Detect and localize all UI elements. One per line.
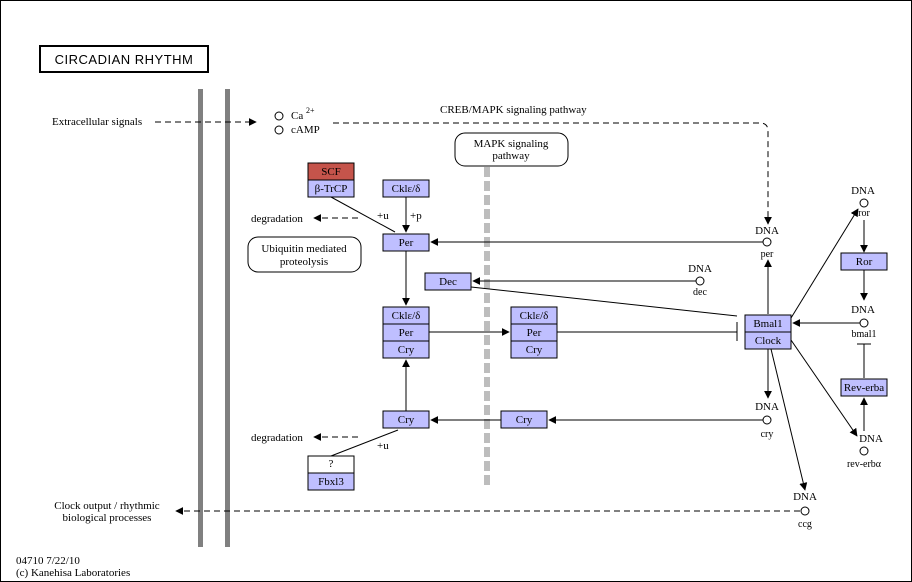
ror-node[interactable]: Ror bbox=[840, 252, 888, 271]
plus-p: +p bbox=[410, 210, 422, 222]
svg-text:Ror: Ror bbox=[856, 256, 873, 268]
footer-copyright: (c) Kanehisa Laboratories bbox=[16, 567, 130, 579]
plus-u-bottom: +u bbox=[377, 440, 389, 452]
dna-per-node[interactable] bbox=[762, 237, 772, 247]
dna-ccg-gene: ccg bbox=[798, 519, 812, 530]
svg-text:MAPK signaling: MAPK signaling bbox=[474, 138, 549, 150]
svg-text:Clock: Clock bbox=[755, 335, 782, 347]
dna-cry-label: DNA bbox=[755, 401, 779, 413]
per-top-node[interactable]: Per bbox=[382, 233, 430, 252]
svg-text:Per: Per bbox=[399, 327, 414, 339]
svg-text:?: ? bbox=[329, 458, 334, 470]
ckle-right-node[interactable]: Cklε/δ bbox=[510, 306, 558, 325]
clock-output-label-1: Clock output / rhythmic bbox=[54, 500, 160, 512]
creb-mapk-label[interactable]: CREB/MAPK signaling pathway bbox=[440, 104, 587, 116]
btrcp-node[interactable]: β-TrCP bbox=[307, 179, 355, 198]
dna-reverba-node[interactable] bbox=[859, 446, 869, 456]
btrcp-to-per-line bbox=[330, 196, 396, 233]
bmal1-node[interactable]: Bmal1 bbox=[744, 314, 792, 333]
svg-text:pathway: pathway bbox=[492, 150, 530, 162]
plus-u-top: +u bbox=[377, 210, 389, 222]
dna-ror-gene: ror bbox=[858, 208, 870, 219]
svg-text:proteolysis: proteolysis bbox=[280, 256, 328, 268]
footer-code-date: 04710 7/22/10 bbox=[16, 555, 80, 567]
cry-right-node[interactable]: Cry bbox=[510, 340, 558, 359]
dna-ror-node[interactable] bbox=[859, 198, 869, 208]
svg-text:Rev-erba: Rev-erba bbox=[844, 382, 884, 394]
dna-reverba-label: DNA bbox=[859, 433, 883, 445]
ca-label: Ca bbox=[291, 110, 303, 122]
dna-ccg-node[interactable] bbox=[800, 506, 810, 516]
dna-dec-label: DNA bbox=[688, 263, 712, 275]
fbxl3-node[interactable]: Fbxl3 bbox=[307, 472, 355, 491]
svg-text:SCF: SCF bbox=[321, 166, 341, 178]
ca-node[interactable] bbox=[274, 111, 284, 121]
dna-bmal1-node[interactable] bbox=[859, 318, 869, 328]
dna-dec-node[interactable] bbox=[695, 276, 705, 286]
unknown-node[interactable]: ? bbox=[307, 455, 355, 474]
ubiquitin-pathway-box[interactable]: Ubiquitin mediated proteolysis bbox=[247, 236, 362, 273]
per-right-node[interactable]: Per bbox=[510, 323, 558, 342]
page-title: CIRCADIAN RHYTHM bbox=[55, 52, 194, 67]
dna-reverba-gene: rev-erbα bbox=[847, 459, 882, 470]
mapk-pathway-box[interactable]: MAPK signaling pathway bbox=[454, 132, 569, 167]
svg-text:Fbxl3: Fbxl3 bbox=[318, 476, 344, 488]
clock-to-reverba-arrow bbox=[790, 339, 858, 437]
degradation-top-label: degradation bbox=[251, 213, 303, 225]
creb-mapk-arrow bbox=[333, 122, 772, 225]
svg-text:Cklε/δ: Cklε/δ bbox=[392, 310, 421, 322]
clock-node[interactable]: Clock bbox=[744, 331, 792, 350]
fbxl3-to-cry-line bbox=[330, 429, 399, 457]
ca-superscript: 2+ bbox=[306, 106, 315, 115]
dna-per-gene: per bbox=[761, 249, 774, 260]
camp-node[interactable] bbox=[274, 125, 284, 135]
dna-cry-gene: cry bbox=[761, 429, 774, 440]
dna-bmal1-gene: bmal1 bbox=[852, 329, 877, 340]
dna-dec-gene: dec bbox=[693, 287, 707, 298]
camp-label: cAMP bbox=[291, 124, 320, 136]
dec-node[interactable]: Dec bbox=[424, 272, 472, 291]
cry-mid-node[interactable]: Cry bbox=[382, 340, 430, 359]
dna-ccg-label: DNA bbox=[793, 491, 817, 503]
bmal1-to-ror-arrow bbox=[790, 208, 859, 319]
svg-text:Cklε/δ: Cklε/δ bbox=[520, 310, 549, 322]
dna-per-label: DNA bbox=[755, 225, 779, 237]
svg-text:Cry: Cry bbox=[516, 414, 533, 426]
cry-low-left-node[interactable]: Cry bbox=[382, 410, 430, 429]
svg-text:Cry: Cry bbox=[526, 344, 543, 356]
scf-node[interactable]: SCF bbox=[307, 162, 355, 181]
extracellular-label: Extracellular signals bbox=[52, 116, 142, 128]
svg-text:Cry: Cry bbox=[398, 414, 415, 426]
dec-inhibit-line bbox=[470, 286, 738, 317]
membrane-bar-outer bbox=[198, 89, 203, 547]
clock-to-ccg-arrow bbox=[770, 348, 808, 491]
svg-text:Per: Per bbox=[399, 237, 414, 249]
dna-bmal1-label: DNA bbox=[851, 304, 875, 316]
dna-ror-label: DNA bbox=[851, 185, 875, 197]
rev-erba-node[interactable]: Rev-erba bbox=[840, 378, 888, 397]
svg-text:Bmal1: Bmal1 bbox=[753, 318, 782, 330]
membrane-bar-inner bbox=[225, 89, 230, 547]
ckle-mid-node[interactable]: Cklε/δ bbox=[382, 306, 430, 325]
cry-low-right-node[interactable]: Cry bbox=[500, 410, 548, 429]
svg-text:β-TrCP: β-TrCP bbox=[315, 183, 348, 195]
svg-text:Cklε/δ: Cklε/δ bbox=[392, 183, 421, 195]
per-mid-node[interactable]: Per bbox=[382, 323, 430, 342]
svg-text:Dec: Dec bbox=[439, 276, 457, 288]
svg-text:Per: Per bbox=[527, 327, 542, 339]
svg-text:Ubiquitin mediated: Ubiquitin mediated bbox=[261, 243, 347, 255]
ckle-top-node[interactable]: Cklε/δ bbox=[382, 179, 430, 198]
title-box: CIRCADIAN RHYTHM bbox=[39, 45, 209, 73]
degradation-bottom-label: degradation bbox=[251, 432, 303, 444]
dna-cry-node[interactable] bbox=[762, 415, 772, 425]
svg-text:Cry: Cry bbox=[398, 344, 415, 356]
clock-output-label-2: biological processes bbox=[63, 512, 152, 524]
